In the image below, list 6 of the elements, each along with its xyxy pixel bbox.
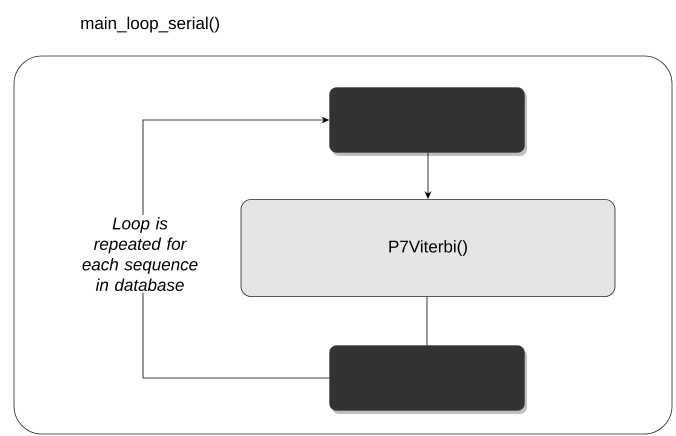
process-box: [329, 345, 527, 414]
heading-text: main_loop_serial(): [81, 16, 219, 33]
process-box: P7Viterbi(): [240, 199, 616, 297]
edge-label: Loop is repeated for each sequence in database: [74, 215, 206, 293]
arrow: [142, 116, 330, 378]
process-box: [329, 87, 527, 156]
